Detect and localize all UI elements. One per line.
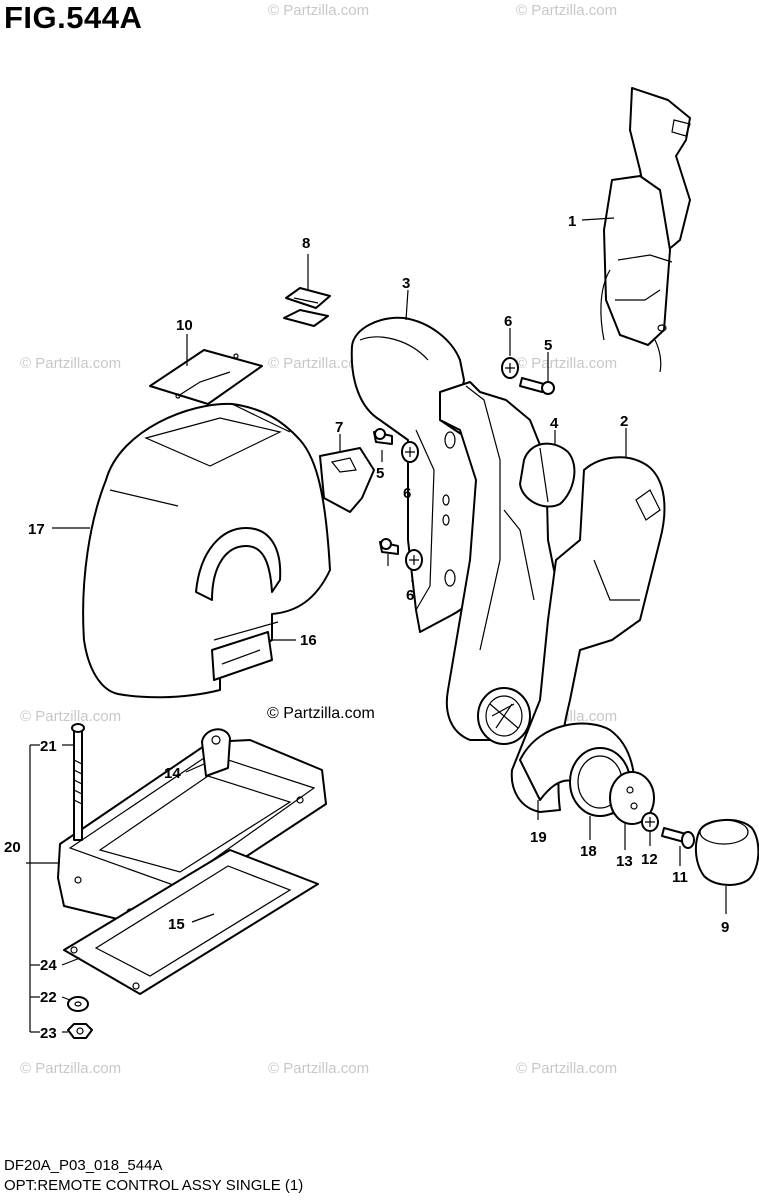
callout-2: 2 [620, 413, 628, 430]
caption-title: OPT:REMOTE CONTROL ASSY SINGLE (1) [4, 1177, 304, 1194]
callout-5-a: 5 [544, 337, 552, 354]
watermark: © Partzilla.com [516, 1060, 618, 1077]
callout-5-b: 5 [376, 465, 384, 482]
callout-15: 15 [168, 916, 185, 933]
callout-13: 13 [616, 853, 633, 870]
watermark: © Partzilla.com [20, 708, 122, 725]
callout-12: 12 [641, 851, 658, 868]
watermark: © Partzilla.com [516, 355, 618, 372]
part-17-cover [82, 402, 331, 699]
part-22-washer [67, 996, 89, 1012]
watermark: © Partzilla.com [516, 2, 618, 19]
callout-6-c: 6 [406, 587, 414, 604]
watermark: © Partzilla.com [268, 355, 370, 372]
callout-3: 3 [402, 275, 410, 292]
part-10-plate [149, 349, 263, 405]
watermark: © Partzilla.com [268, 2, 370, 19]
callout-19: 19 [530, 829, 547, 846]
part-21-bolt [71, 723, 85, 841]
part-24-gasket [63, 849, 319, 995]
leader-lines [26, 217, 727, 1033]
callout-7: 7 [335, 419, 343, 436]
watermark: © Partzilla.com [20, 355, 122, 372]
part-23-nut [67, 1023, 93, 1039]
callout-9: 9 [721, 919, 729, 936]
callout-labels: 1 2 3 4 5 5 6 6 6 7 8 9 10 11 12 13 14 1… [4, 213, 729, 1042]
callout-18: 18 [580, 843, 597, 860]
part-12-washer [641, 812, 659, 832]
part-5-screw-upper [373, 428, 393, 445]
caption-code: DF20A_P03_018_544A [4, 1157, 163, 1174]
part-11-screw [661, 827, 695, 849]
part-9-knob [694, 819, 759, 886]
callout-21: 21 [40, 738, 57, 755]
part-1-control-head [600, 87, 691, 373]
part-5-screw-lower [379, 538, 399, 555]
watermark: © Partzilla.com [20, 1060, 122, 1077]
part-14-clamp [201, 728, 231, 777]
callout-4: 4 [550, 415, 559, 432]
figure-title: FIG.544A [4, 0, 143, 35]
callout-23: 23 [40, 1025, 57, 1042]
credit-text: © Partzilla.com [267, 705, 375, 722]
callout-6-b: 6 [403, 485, 411, 502]
watermark: © Partzilla.com [268, 1060, 370, 1077]
callout-6-a: 6 [504, 313, 512, 330]
callout-16: 16 [300, 632, 317, 649]
callout-1: 1 [568, 213, 576, 230]
callout-17: 17 [28, 521, 45, 538]
callout-8: 8 [302, 235, 310, 252]
part-4-grommet [519, 442, 576, 508]
part-7-bracket [319, 447, 375, 513]
part-16-clip [211, 631, 273, 681]
part-8-emblem [283, 287, 331, 327]
callout-14: 14 [164, 765, 181, 782]
callout-24: 24 [40, 957, 57, 974]
part-6-washer-lower [405, 549, 423, 571]
part-5-screw-top [519, 377, 555, 395]
part-6-washer-top [501, 357, 519, 379]
part-6-washer-upper [401, 441, 419, 463]
callout-10: 10 [176, 317, 193, 334]
callout-11: 11 [672, 869, 688, 886]
callout-20: 20 [4, 839, 21, 856]
callout-22: 22 [40, 989, 57, 1006]
part-13-plate [609, 771, 655, 825]
